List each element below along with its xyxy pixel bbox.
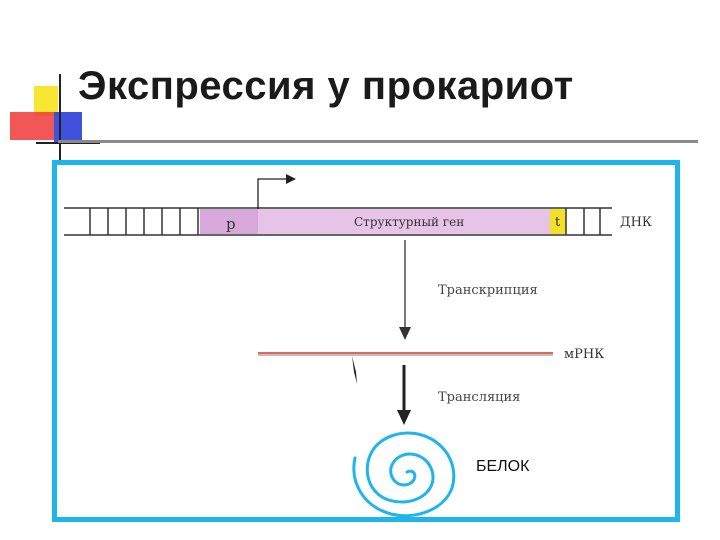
- page-title: Экспрессия у прокариот: [78, 64, 574, 108]
- ribosome-tail: [352, 356, 357, 384]
- transcription-label: Транскрипция: [438, 283, 538, 298]
- deco-yellow-square: [34, 86, 58, 116]
- promoter-label: p: [226, 215, 236, 233]
- structural-gene-label: Структурный ген: [354, 215, 464, 229]
- transcription-start-arrow: [257, 178, 288, 209]
- dna-rungs-right: [565, 208, 601, 235]
- mrna-label: мРНК: [564, 347, 604, 362]
- deco-blue-square: [54, 112, 82, 142]
- dna-label: ДНК: [620, 215, 652, 230]
- transcription-arrowhead: [399, 327, 411, 340]
- structural-gene-region: [258, 209, 550, 234]
- dna-rungs-left: [89, 208, 199, 235]
- translation-arrowhead: [397, 410, 411, 425]
- terminator-label: t: [555, 215, 561, 230]
- terminator-region: [550, 209, 566, 234]
- protein-label: БЕЛОК: [476, 458, 530, 475]
- promoter-region: [200, 209, 258, 234]
- deco-red-bar: [10, 112, 54, 140]
- start-arrowhead: [286, 174, 296, 184]
- protein-spiral: [352, 431, 456, 518]
- translation-label: Трансляция: [438, 390, 520, 405]
- title-underline: [58, 140, 698, 143]
